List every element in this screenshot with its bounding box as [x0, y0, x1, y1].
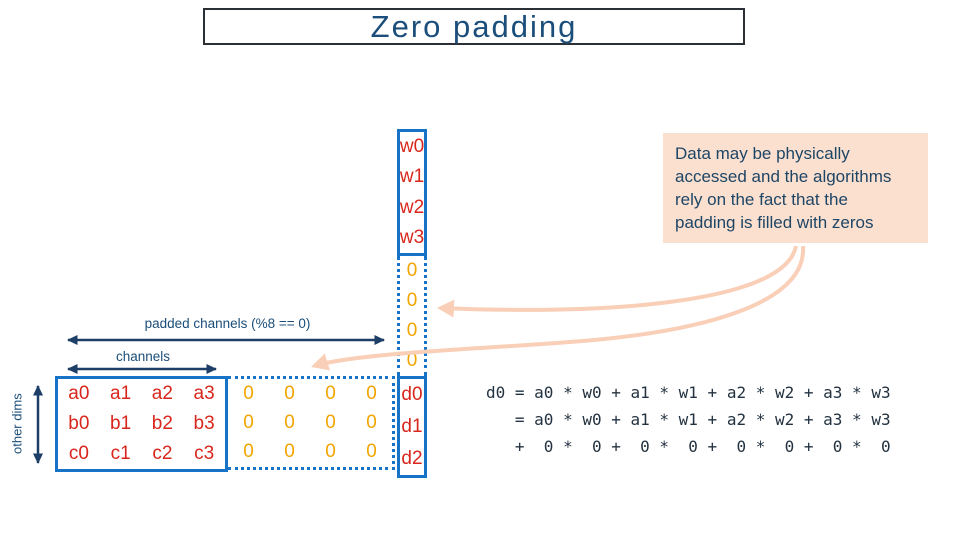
formula-text: d0 = a0 * w0 + a1 * w1 + a2 * w2 + a3 * … — [486, 383, 891, 456]
padded-zero-cell: 0 — [325, 411, 336, 433]
matrix-cell: c1 — [110, 443, 131, 464]
padded-zero-cell: 0 — [366, 411, 377, 433]
data-matrix: a0 a1 a2 a3 b0 b1 b2 b3 c0 c1 c2 c3 — [55, 376, 228, 472]
padded-zeros-column: 0 0 0 0 — [397, 256, 427, 376]
padded-zero-cell: 0 — [325, 441, 336, 463]
title-box: Zero padding — [203, 8, 745, 45]
zero-cell: 0 — [406, 320, 418, 341]
weight-cell: w2 — [399, 196, 425, 218]
padded-zero-cell: 0 — [284, 382, 295, 404]
result-cell: d1 — [401, 416, 423, 437]
padded-zero-cell: 0 — [243, 411, 254, 433]
padded-zero-cell: 0 — [243, 441, 254, 463]
matrix-cell: b0 — [68, 413, 90, 434]
callout-text: Data may be physically accessed and the … — [675, 144, 892, 232]
padded-zeros-matrix: 0 0 0 0 0 0 0 0 0 0 0 0 — [228, 376, 395, 470]
weight-cell: w0 — [399, 136, 425, 158]
weight-cell: w3 — [399, 226, 425, 248]
matrix-cell: b2 — [151, 413, 173, 434]
matrix-cell: c0 — [68, 443, 89, 464]
padded-zero-cell: 0 — [284, 441, 295, 463]
matrix-cell: a0 — [68, 383, 90, 404]
matrix-cell: b1 — [110, 413, 132, 434]
result-cell: d0 — [401, 384, 423, 405]
padded-zero-cell: 0 — [366, 441, 377, 463]
page-title: Zero padding — [370, 8, 578, 44]
matrix-cell: c3 — [194, 443, 215, 464]
matrix-cell: a3 — [193, 383, 215, 404]
padded-zero-cell: 0 — [243, 382, 254, 404]
callout-arrow-to-zero-column — [437, 245, 798, 318]
matrix-cell: a1 — [110, 383, 132, 404]
zero-cell: 0 — [406, 260, 418, 281]
zero-cell: 0 — [406, 350, 418, 371]
callout-arrow-to-padded-matrix — [311, 245, 806, 371]
padded-zero-cell: 0 — [366, 382, 377, 404]
padded-zero-cell: 0 — [325, 382, 336, 404]
result-column: d0 d1 d2 — [397, 376, 427, 478]
matrix-cell: c2 — [152, 443, 173, 464]
padded-channels-label: padded channels (%8 == 0) — [144, 316, 311, 331]
padded-zero-cell: 0 — [284, 411, 295, 433]
result-cell: d2 — [401, 448, 423, 469]
matrix-cell: b3 — [193, 413, 215, 434]
weights-column: w0 w1 w2 w3 — [397, 129, 427, 256]
weight-cell: w1 — [399, 166, 425, 188]
matrix-cell: a2 — [151, 383, 173, 404]
zero-cell: 0 — [406, 290, 418, 311]
channels-label: channels — [115, 349, 171, 364]
other-dims-label: other dims — [9, 393, 25, 455]
callout-note: Data may be physically accessed and the … — [663, 133, 928, 243]
